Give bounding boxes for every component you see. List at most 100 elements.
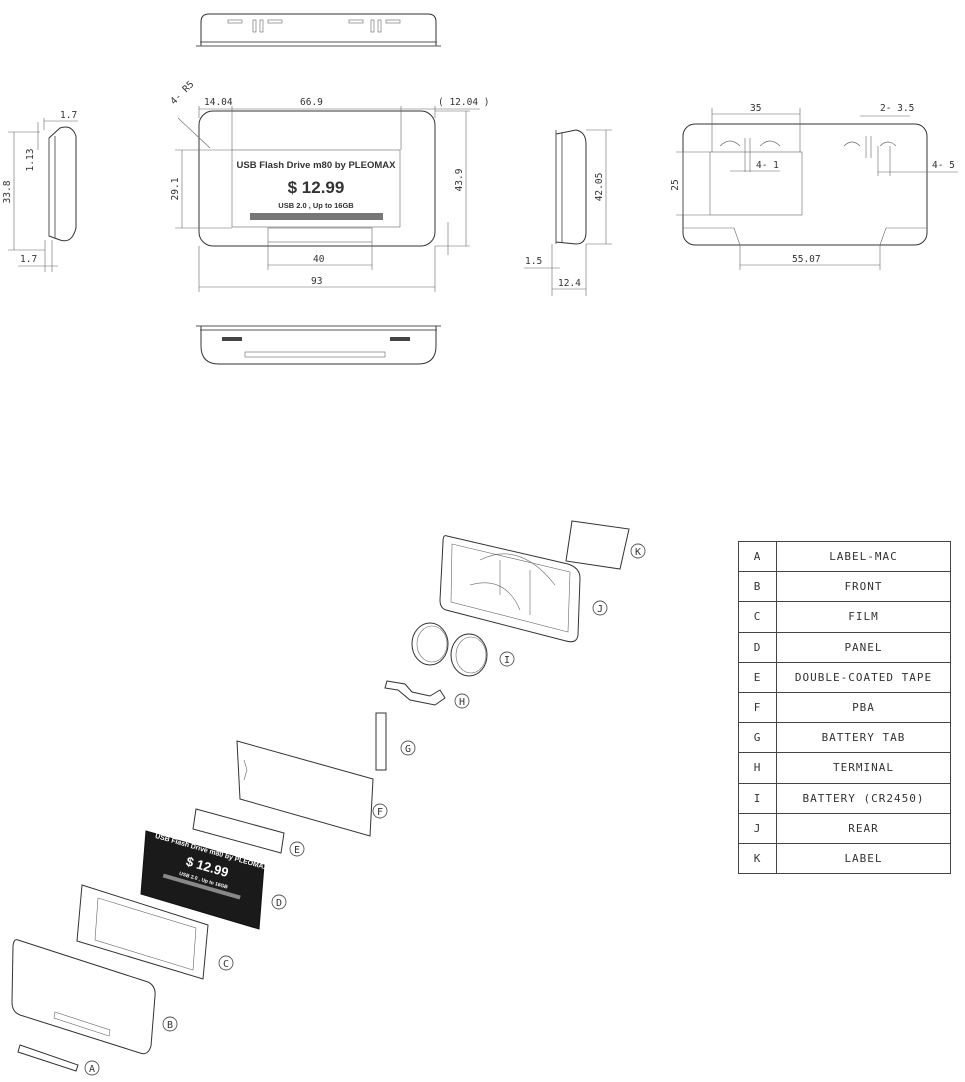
part-name: LABEL-MAC — [776, 540, 951, 573]
svg-text:B: B — [167, 1020, 173, 1031]
part-code: D — [738, 631, 777, 663]
part-battery-1 — [411, 622, 449, 666]
dim-left-top: 1.7 — [60, 110, 77, 121]
part-name: TERMINAL — [776, 752, 951, 784]
front-label-line1: USB Flash Drive m80 by PLEOMAX — [237, 160, 397, 171]
svg-text:K: K — [635, 547, 641, 558]
svg-text:A: A — [89, 1064, 95, 1075]
svg-text:J: J — [597, 604, 603, 615]
part-rear-j — [439, 535, 581, 643]
part-code: G — [738, 722, 777, 754]
front-label-price: $ 12.99 — [288, 178, 345, 197]
dim-front-height-right: 43.9 — [454, 168, 465, 191]
dim-left-height: 33.8 — [2, 180, 13, 203]
top-view — [196, 13, 441, 47]
exploded-view: USB Flash Drive m80 by PLEOMAX $ 12.99 U… — [11, 520, 630, 1072]
part-tape-e — [192, 808, 285, 854]
part-code: A — [738, 540, 777, 573]
svg-text:E: E — [294, 845, 300, 856]
dim-back-top: 35 — [750, 103, 761, 114]
dim-left-lip: 1.13 — [25, 149, 36, 172]
dim-front-height-left: 29.1 — [170, 177, 181, 200]
svg-text:C: C — [223, 959, 229, 970]
part-name: PANEL — [776, 631, 951, 663]
part-pba-f — [236, 740, 374, 837]
callout-c: C — [218, 955, 234, 971]
callout-a: A — [84, 1060, 100, 1076]
part-code: E — [738, 661, 777, 693]
dim-front-top: 66.9 — [300, 97, 323, 108]
part-code: J — [738, 812, 777, 844]
svg-text:D: D — [276, 898, 282, 909]
dim-back-bottom: 55.07 — [792, 254, 821, 265]
dim-right-depth: 12.4 — [558, 278, 581, 289]
part-label-mac-a — [17, 1044, 79, 1072]
part-panel-d — [140, 830, 265, 930]
part-film-c — [76, 884, 209, 980]
callout-g: G — [400, 740, 416, 756]
dim-front-left: 14.04 — [204, 97, 233, 108]
front-view: USB Flash Drive m80 by PLEOMAX $ 12.99 U… — [168, 79, 489, 292]
part-code: F — [738, 691, 777, 724]
front-barcode — [250, 213, 383, 220]
part-name: FRONT — [776, 571, 951, 603]
part-name: DOUBLE-COATED TAPE — [776, 661, 951, 693]
callout-b: B — [162, 1016, 178, 1032]
dim-front-right: ( 12.04 ) — [438, 97, 489, 108]
dim-right-lip: 1.5 — [525, 256, 542, 267]
svg-text:G: G — [405, 744, 411, 755]
bottom-view — [196, 325, 441, 365]
part-code: C — [738, 601, 777, 633]
dim-front-slot: 40 — [313, 254, 325, 265]
callout-d: D — [271, 894, 287, 910]
callout-j: J — [592, 600, 608, 616]
part-code: H — [738, 752, 777, 784]
callout-f: F — [372, 803, 388, 819]
part-code: B — [738, 571, 777, 603]
front-label-line3: USB 2.0 , Up to 16GB — [278, 201, 354, 210]
part-battery-2 — [450, 633, 488, 677]
callout-i: I — [499, 651, 515, 667]
part-label-k — [565, 520, 630, 570]
dim-back-height: 25 — [670, 179, 681, 190]
part-code: K — [738, 842, 777, 875]
dim-back-pins: 2- 3.5 — [880, 103, 914, 114]
back-view: 35 2- 3.5 25 4- 1 4- 5 55.07 — [670, 103, 958, 270]
part-terminal-h — [384, 680, 446, 706]
part-code: I — [738, 782, 777, 814]
callout-k: K — [630, 543, 646, 559]
dim-back-small: 4- 1 — [756, 160, 779, 171]
dim-left-bottom: 1.7 — [20, 254, 37, 265]
callouts: A B C D E F G H I J K — [84, 543, 646, 1076]
dim-front-radius: 4- R5 — [168, 79, 196, 107]
part-name: REAR — [776, 812, 951, 844]
part-name: FILM — [776, 601, 951, 633]
part-battery-tab-g — [375, 712, 387, 771]
svg-text:F: F — [377, 807, 383, 818]
dim-front-width: 93 — [311, 276, 322, 287]
svg-text:H: H — [459, 697, 465, 708]
dim-right-height: 42.05 — [594, 173, 605, 202]
part-name: BATTERY (CR2450) — [776, 782, 951, 814]
part-name: PBA — [776, 691, 951, 724]
right-side-view: 42.05 1.5 12.4 — [524, 129, 612, 296]
callout-e: E — [289, 841, 305, 857]
dim-back-right: 4- 5 — [932, 160, 955, 171]
part-name: BATTERY TAB — [776, 722, 951, 754]
part-name: LABEL — [776, 842, 951, 875]
svg-text:I: I — [504, 655, 510, 666]
left-side-view: 33.8 1.13 1.7 1.7 — [2, 110, 78, 272]
